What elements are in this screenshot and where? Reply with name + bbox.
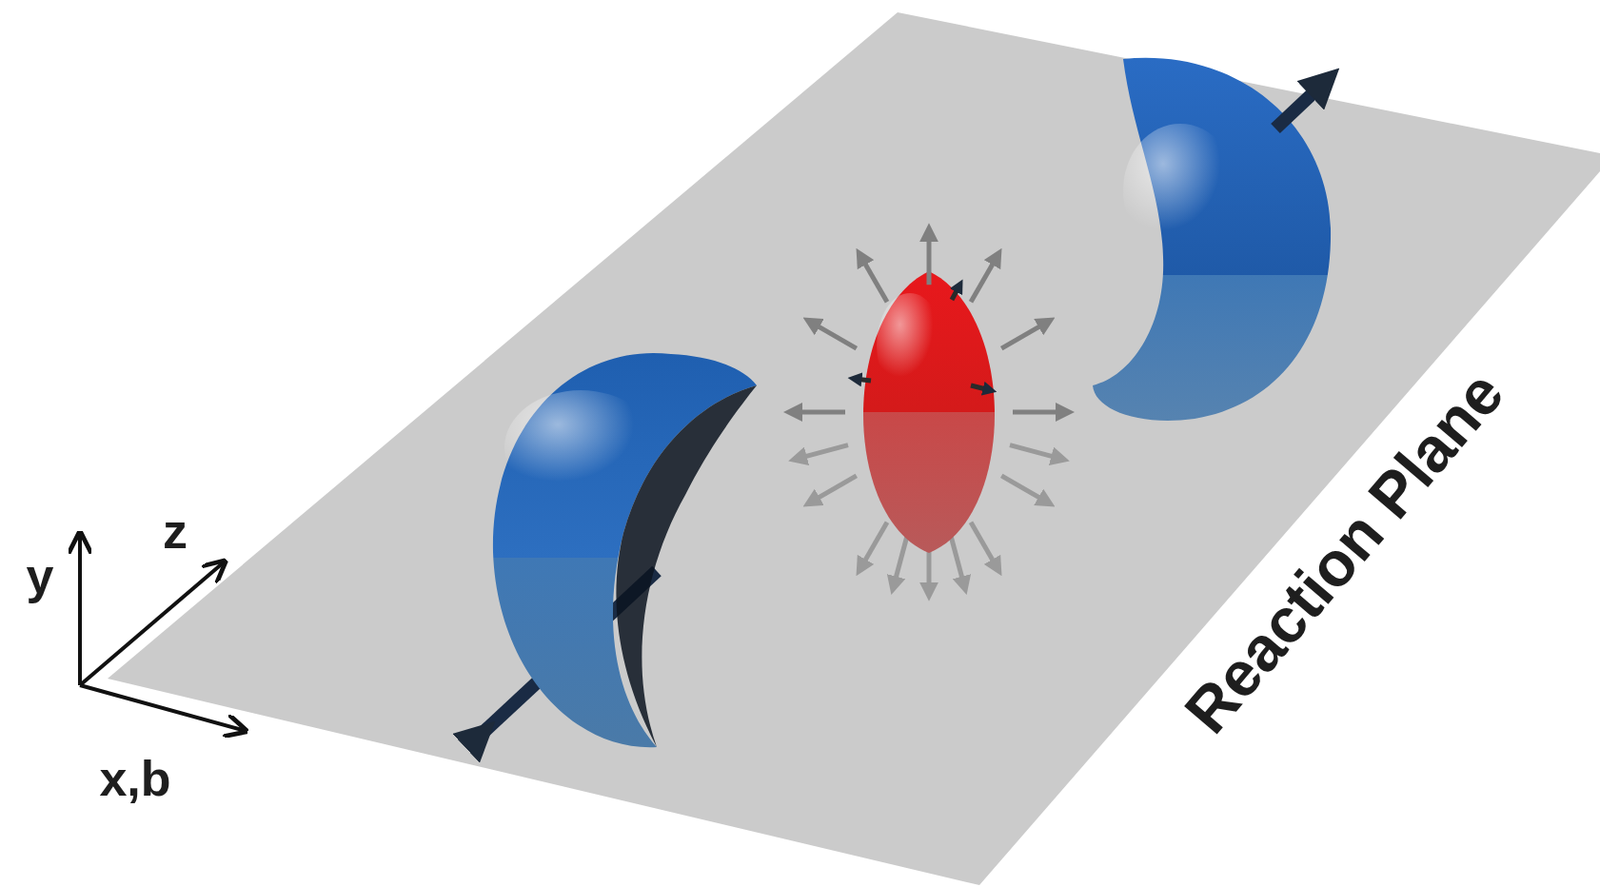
x-axis [79,685,246,731]
surface-arrow [854,378,871,381]
flow-arrow [1001,322,1047,350]
surface-arrow [970,385,990,391]
flow-arrow [1001,475,1047,503]
fireball-ellipsoid [863,271,995,554]
flow-arrow [792,410,846,415]
fireball-highlight [876,293,944,398]
flow-arrow [970,522,998,569]
flow-arrow [861,522,889,569]
z-axis [79,561,225,686]
axis-label: x,b [98,753,171,804]
flow-arrow [927,232,932,285]
participant-zone [792,232,1066,593]
nucleus-highlight [1123,123,1238,257]
spectator-nucleus [493,353,757,748]
y-axis [78,533,82,686]
axis-triad [79,533,246,731]
flow-arrow [1012,410,1066,415]
reaction-plane [107,12,1600,886]
flow-arrow [970,256,998,302]
flow-arrow [797,445,849,459]
flow-arrow [810,475,857,503]
flow-arrow [861,256,889,302]
nucleus-highlight [504,390,657,505]
flow-arrow [893,534,908,586]
flow-arrow [1009,445,1061,459]
axis-label: z [162,506,188,556]
axis-label: y [26,551,55,601]
momentum-arrow [1275,81,1325,129]
spectator-nucleus [1092,58,1331,421]
surface-arrow [951,285,960,300]
flow-arrow [810,322,857,350]
flow-arrow [950,534,965,586]
